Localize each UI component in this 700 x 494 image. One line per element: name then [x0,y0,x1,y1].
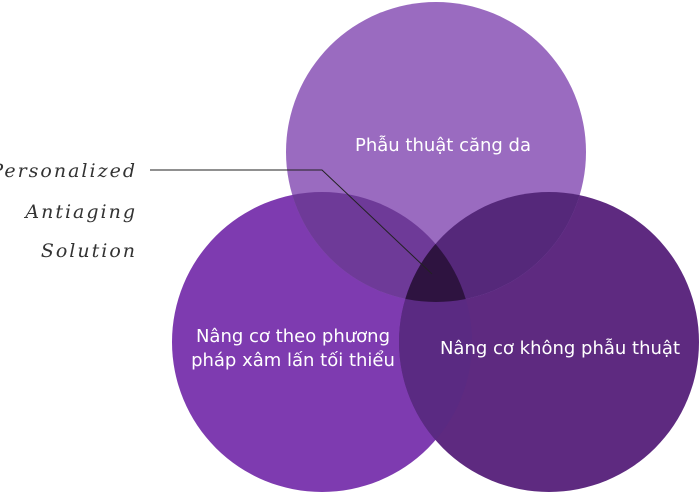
callout-line3: Solution [41,240,137,262]
label-top: Phẫu thuật căng da [355,135,531,156]
callout-line2: Antiaging [23,201,137,223]
overlap-top-right [399,192,586,302]
callout-line1: Personalized [0,160,137,182]
callout-line [150,169,433,275]
label-left-line1: Nâng cơ theo phương [196,326,390,347]
overlap-top-left [286,192,472,302]
label-left-line2: pháp xâm lấn tối thiểu [191,350,395,371]
label-right: Nâng cơ không phẫu thuật [440,338,680,359]
